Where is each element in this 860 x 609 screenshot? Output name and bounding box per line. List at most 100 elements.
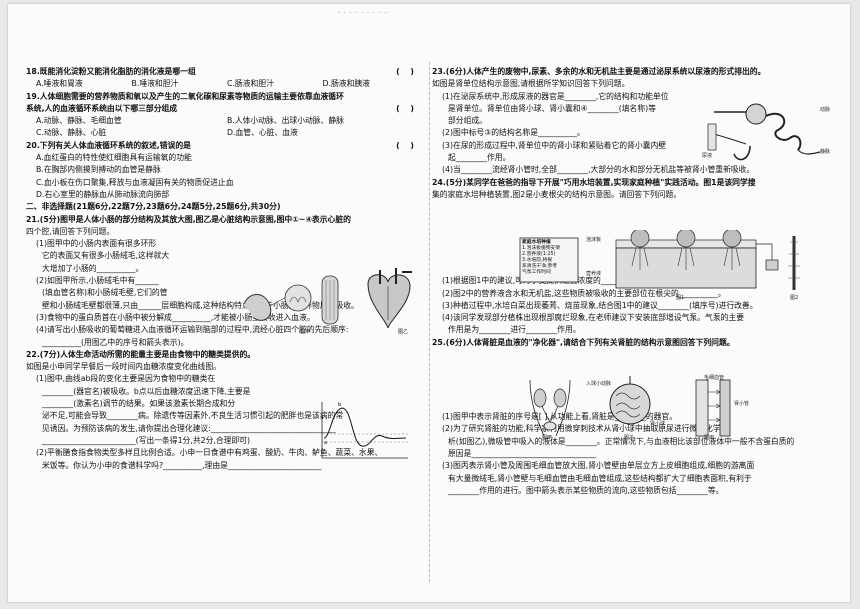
advice-box-item-3c: 气泵工作时间 — [522, 270, 551, 275]
q23-line-2: 如图是肾单位结构示意图,请根据所学知识回答下列问题。 — [432, 79, 630, 89]
q24-line-1: 24.(5分)某同学在爸爸的指导下开展"巧用水培装置,实现家庭种植"实践活动。图… — [432, 177, 756, 187]
q19-option-c: C.动脉、静脉、心脏 — [36, 128, 107, 138]
hydroponic-diagram — [519, 230, 800, 290]
q25-fig-c-caption: 图丙 — [704, 435, 715, 441]
q21-figures: 图甲 图乙 — [240, 262, 420, 342]
q20-option-b: B.在胸部内侧摸到搏动的血管是静脉 — [36, 165, 161, 175]
q23-line-6: (2)图中标号③的结构名称是__________。 — [442, 128, 585, 138]
q21-line-9: (3)食物中的蛋白质首在小肠中被分解成__________,才能被小肠壁吸收进入… — [36, 312, 315, 322]
q24-line-5: (3)种植过程中,水培白菜出现萎蔫、烧苗现象,结合图1中的建议________(… — [442, 300, 758, 310]
label-foam-board: 泡沫板 — [586, 237, 602, 243]
kidney-diagram — [529, 376, 731, 437]
q23-line-4: 是肾单位。肾单位由肾小球、肾小囊和④________(填名称)等 — [448, 103, 656, 113]
q18-stem: 18.既能消化淀粉又能消化脂肪的消化液是哪一组( ) — [26, 67, 418, 76]
q23-line-5: 部分组成。 — [448, 116, 487, 126]
q19-stem-1: 19.人体细胞需要的营养物质和氧以及产生的二氧化碳和尿素等物质的运输主要依靠血液… — [26, 91, 344, 101]
q25-label-tubule: 肾小管 — [734, 401, 750, 407]
q24-hydroponic-figure: 家庭水培种植 1.泡沫板植物支架 2.营养液(1:25) 3.水培前,将根 系清… — [516, 230, 816, 308]
q19-option-b: B.人体小动脉、出球小动脉、静脉 — [227, 116, 344, 126]
curve-point-a: a — [324, 440, 327, 446]
q21-line-8: 壁和小肠绒毛壁都很薄,只由______层细胞构成,这种结构特点有利于小肠对营养物… — [42, 300, 359, 310]
q25-line-5: 原因是________________________________ — [448, 448, 597, 458]
q23-label-artery: 动脉 — [820, 107, 831, 113]
q25-label-glomerulus: 肾小球 — [650, 421, 666, 427]
q24-fig1-caption: 图1 — [676, 295, 685, 301]
advice-box-item-3a: 3.水培前,将根 — [522, 258, 553, 263]
q23-line-1: 23.(6分)人体产生的废物中,尿素、多余的水和无机盐主要是通过泌尿系统以尿液的… — [432, 67, 766, 76]
q25-line-1: 25.(6分)人体肾脏是血液的"净化器",请结合下列有关肾脏的结构示意图回答下列… — [432, 337, 735, 347]
q23-line-8: 起________作用。 — [448, 153, 511, 163]
q24-line-2: 集的家庭水培种植装置,图2是小麦根尖的结构示意图。请回答下列问题。 — [432, 189, 682, 199]
q19-options-cd: C.动脉、静脉、心脏 D.血管、心脏、血液 — [26, 127, 418, 139]
q18-option-a: A.唾液和胃液 — [36, 79, 83, 89]
q18-options: A.唾液和胃液 B.唾液和胆汁 C.肠液和胆汁 D.肠液和胰液 — [26, 78, 418, 90]
advice-box-title: 家庭水培种植 — [522, 240, 551, 245]
q24-line-3: (1)根据图1中的建议,可为小麦提供适宜浓度的__________,促进白菜的_… — [442, 276, 736, 286]
advice-box-item-2: 2.营养液(1:25) — [522, 252, 556, 257]
q23-line-7: (3)在尿的形成过程中,肾单位中的肾小球和紧贴着它的肾小囊内壁 — [442, 140, 667, 150]
right-column: 23.(6分)人体产生的废物中,尿素、多余的水和无机盐主要是通过泌尿系统以尿液的… — [432, 66, 824, 497]
q25-label-artery: 入球小动脉 — [586, 381, 612, 387]
q23-line-3: (1)在泌尿系统中,形成尿液的器官是________,它的结构和功能单位 — [442, 91, 669, 101]
q25-line-8: ________作用的进行。图中箭头表示某些物质的流向,这些物质包括______… — [448, 485, 724, 495]
q21-line-6: (2)如图甲所示,小肠绒毛中有______ — [36, 276, 159, 286]
q25-line-2: (1)图甲中表示肾脏的序号是[ ],从功能上看,肾脏是________的器官。 — [442, 412, 678, 422]
q22-line-8: ________________________(写出一条得1分,共2分,合理即… — [42, 435, 251, 445]
q19-stem-2: 系统,人的血液循环系统由以下哪三部分组成( ) — [26, 103, 418, 113]
q21-fig-b-caption: 图乙 — [398, 329, 409, 335]
q19-option-a: A.动脉、静脉、毛细血管 — [36, 116, 122, 126]
q24-line-7: 作用是为________进行________作用。 — [448, 325, 581, 335]
faint-header-text: · · · · · · · · · — [338, 10, 388, 17]
q21-line-2: 四个腔,请回答下列问题。 — [26, 226, 115, 236]
q21-fig-a-caption: 图甲 — [300, 329, 311, 335]
q24-advice-box: 家庭水培种植 1.泡沫板植物支架 2.营养液(1:25) 3.水培前,将根 系清… — [522, 240, 578, 276]
q25-fig-a-caption: 图甲 — [542, 435, 553, 441]
q18-option-d: D.肠液和胰液 — [322, 79, 370, 89]
q25-line-4: 析(如图乙),微吸管中吸入的液体是________。正常情况下,与血液相比该部位… — [448, 436, 795, 446]
q21-line-11: __________(用图乙中的序号和箭头表示)。 — [42, 337, 189, 347]
q24-line-4: (2)图2中的营养液含水和无机盐,这些物质被吸收的主要部位在根尖的_______… — [442, 288, 726, 298]
q21-line-4: 它的表面又有很多小肠绒毛,这样就大 — [42, 251, 170, 261]
intestine-heart-diagram — [243, 268, 412, 329]
q20-option-c: C.血小板在伤口聚集,释放与血液凝固有关的物质促进止血 — [36, 177, 234, 187]
q19-options-ab: A.动脉、静脉、毛细血管 B.人体小动脉、出球小动脉、静脉 — [26, 115, 418, 127]
q25-kidney-figures: 入球小动脉 毛细血管 肾小管 肾小球 图甲 图乙 图丙 — [520, 375, 760, 441]
advice-box-item-3b: 系清洗干净,参考 — [522, 264, 558, 269]
q18-option-c: C.肠液和胆汁 — [227, 79, 274, 89]
label-nutrient-solution: 营养液 — [586, 271, 602, 277]
q22-glucose-figure: b a — [308, 396, 418, 470]
q22-line-5: ________(激素名)调节的结果。如果该激素长期合成和分 — [42, 399, 236, 409]
curve-point-b: b — [338, 402, 341, 408]
left-column: 18.既能消化淀粉又能消化脂肪的消化液是哪一组( ) A.唾液和胃液 B.唾液和… — [26, 66, 418, 472]
q23-label-vein: 静脉 — [820, 149, 831, 155]
q20-option-a: A.血红蛋白的特性使红细胞具有运输氧的功能 — [36, 153, 192, 163]
q25-fig-b-caption: 图乙 — [624, 435, 635, 441]
q25-label-capillary: 毛细血管 — [704, 375, 725, 381]
q23-label-urine: 尿液 — [702, 153, 713, 159]
q25-line-3: (2)为了研究肾脏的功能,科学家利用微穿刺技术从肾小球中抽取原尿进行微量化学分 — [442, 424, 729, 434]
q21-line-1: 21.(5分)图甲是人体小肠的部分结构及其放大图,图乙是心脏结构示意图,图中①~… — [26, 214, 351, 224]
q20-stem: 20.下列有关人体血液循环系统的叙述,错误的是( ) — [26, 140, 418, 150]
q25-line-7: 有大量微绒毛,肾小管壁与毛细血管由毛细血管组成,这些结构都扩大了细胞表面积,有利… — [448, 473, 752, 483]
nephron-diagram — [707, 103, 821, 161]
q23-line-9: (4)当________流经肾小管时,全部________,大部分的水和部分无机… — [442, 165, 755, 175]
q22-line-4: ________(器官名)被吸收。b点以后血糖浓度迅速下降,主要是 — [42, 386, 251, 396]
q19-option-d: D.血管、心脏、血液 — [227, 128, 298, 138]
q20-option-d: D.右心室里的静脉血从肺动脉流向肺部 — [36, 189, 170, 199]
q21-line-7: (填血管名称)和小肠绒毛壁,它们的管 — [42, 288, 168, 298]
q24-line-6: (4)该同学发现部分植株出现根部腐烂现象,在老师建议下安装底部增设气泵。气泵的主… — [442, 313, 745, 323]
q22-line-6: 泌不足,可能会导致________病。除遗传等因素外,不良生活习惯引起的肥胖也是… — [42, 411, 344, 421]
q22-line-2: 如图是小申同学早餐后一段时间内血糖浓度变化曲线图。 — [26, 362, 221, 372]
q25-line-6: (3)图丙表示肾小管及周围毛细血管放大图,肾小管壁由单层立方上皮细胞组成,细胞的… — [442, 461, 755, 471]
column-divider — [429, 62, 430, 582]
q24-fig2-caption: 图2 — [790, 295, 799, 301]
q18-option-b: B.唾液和胆汁 — [131, 79, 179, 89]
q22-line-3: (1)图中,曲线ab段的变化主要是因为食物中的糖类在 — [36, 374, 216, 384]
q22-line-9: (2)平衡膳食指食物类型多样且比例合适。小申一日食谱中有鸡蛋、酸奶、牛肉、鲈鱼、… — [36, 448, 383, 458]
q22-line-1: 22.(7分)人体生命活动所需的能量主要是由食物中的糖类提供的。 — [26, 349, 256, 359]
q22-line-7: 见诱因。为预防该病的发生,请你提出合理化建议:_________________… — [42, 423, 336, 433]
q23-nephron-figure: 动脉 尿液 静脉 — [694, 94, 844, 174]
advice-box-item-1: 1.泡沫板植物支架 — [522, 246, 561, 251]
q21-line-10: (4)请写出小肠吸收的葡萄糖进入血液循环运输到脑部的过程中,流经心脏四个腔的先后… — [36, 325, 349, 335]
glucose-curve-diagram: b a — [321, 402, 408, 459]
